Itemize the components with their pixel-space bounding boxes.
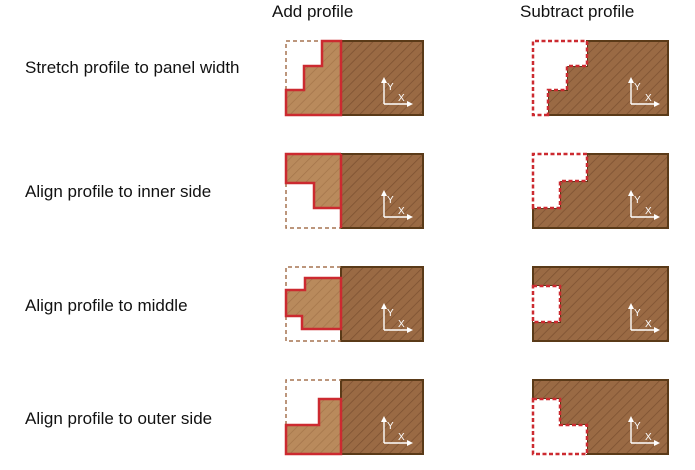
profile-dashed-outline (285, 40, 322, 90)
svg-text:Y: Y (634, 308, 641, 319)
add-middle-diagram: Y X (284, 266, 424, 342)
svg-text:X: X (645, 432, 652, 443)
row-label-outer-side: Align profile to outer side (25, 409, 213, 428)
added-profile (286, 399, 341, 454)
svg-text:Y: Y (387, 195, 394, 206)
added-profile (286, 41, 341, 115)
svg-text:X: X (398, 206, 405, 217)
svg-text:Y: Y (387, 82, 394, 93)
axis-indicator: Y X (381, 77, 413, 107)
subtracted-profile-outline (531, 39, 589, 117)
axis-indicator: Y X (628, 303, 660, 333)
svg-text:Y: Y (634, 421, 641, 432)
svg-text:Y: Y (387, 308, 394, 319)
svg-text:Y: Y (634, 195, 641, 206)
added-profile (286, 278, 341, 329)
profile-outline (284, 276, 343, 331)
svg-text:X: X (645, 319, 652, 330)
svg-text:X: X (398, 93, 405, 104)
svg-text:Y: Y (387, 421, 394, 432)
subtracted-profile-outline (531, 152, 589, 210)
add-stretch-diagram: Y X (284, 39, 424, 117)
profile-dashed-outline (285, 379, 341, 425)
axis-indicator: Y X (628, 416, 660, 446)
subtracted-profile-outline (531, 284, 562, 324)
subtracted-profile-outline (531, 397, 589, 456)
axis-indicator: Y X (628, 190, 660, 220)
axis-indicator: Y X (628, 77, 660, 107)
axis-indicator: Y X (381, 303, 413, 333)
svg-text:X: X (645, 206, 652, 217)
svg-text:X: X (398, 319, 405, 330)
row-label-stretch: Stretch profile to panel width (25, 58, 240, 77)
subtract-inner-diagram: Y X (531, 152, 669, 229)
subtract-stretch-diagram: Y X (531, 39, 669, 117)
row-label-inner-side: Align profile to inner side (25, 182, 212, 201)
subtract-middle-diagram: Y X (531, 266, 669, 342)
column-header-subtract-profile: Subtract profile (520, 2, 635, 21)
subtract-outer-diagram: Y X (531, 379, 669, 456)
added-profile (286, 154, 341, 208)
axis-indicator: Y X (381, 416, 413, 446)
axis-indicator: Y X (381, 190, 413, 220)
svg-text:X: X (398, 432, 405, 443)
row-label-middle: Align profile to middle (25, 296, 188, 315)
svg-text:X: X (645, 93, 652, 104)
add-inner-diagram: Y X (284, 152, 424, 229)
profile-outline (284, 39, 343, 117)
svg-text:Y: Y (634, 82, 641, 93)
profile-dashed-outline (285, 183, 341, 229)
profile-outline (284, 397, 343, 456)
profile-outline (284, 152, 343, 228)
add-outer-diagram: Y X (284, 379, 424, 456)
profile-dashed-outline (285, 266, 341, 342)
column-header-add-profile: Add profile (272, 2, 354, 21)
